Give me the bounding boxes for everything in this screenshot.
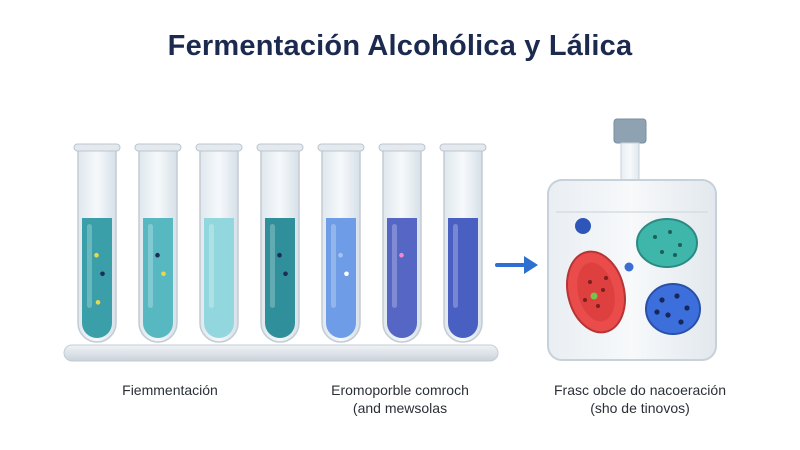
flask-cap (613, 118, 647, 144)
caption-right-line1: Frasc obcle do nacoeración (554, 382, 726, 398)
tube-liquid (204, 218, 234, 338)
bioreactor-flask (547, 118, 717, 361)
test-tube (256, 143, 304, 343)
tube-liquid (82, 218, 112, 338)
page-title: Fermentación Alcohólica y Lálica (167, 30, 633, 62)
test-tube (378, 143, 426, 343)
tube-particle (277, 252, 282, 258)
test-tube (134, 143, 182, 343)
blue-cell (645, 283, 701, 335)
arrow-icon (495, 256, 538, 274)
tube-liquid (448, 218, 478, 338)
flask-neck (620, 142, 640, 182)
caption-flask: Frasc obcle do nacoeración (sho de tinov… (530, 381, 750, 417)
test-tube (195, 143, 243, 343)
test-tube (73, 143, 121, 343)
tube-particle (399, 252, 404, 258)
caption-middle-line1: Eromoporble comroch (331, 382, 469, 398)
tube-particle (100, 271, 105, 277)
tube-liquid (143, 218, 173, 338)
tube-particle (283, 271, 288, 277)
tube-liquid (326, 218, 356, 338)
caption-middle-line2: (and mewsolas (352, 400, 448, 416)
caption-middle: Eromoporble comroch (and mewsolas (300, 381, 500, 417)
tube-particle (161, 271, 166, 277)
small-cell (624, 262, 634, 272)
tube-particle (155, 252, 160, 258)
test-tubes (73, 143, 487, 343)
test-tube (317, 143, 365, 343)
caption-fermentation: Fiemmentación (105, 381, 235, 399)
test-tube (439, 143, 487, 343)
tube-rack (63, 344, 499, 362)
tube-liquid (387, 218, 417, 338)
tube-particle (338, 252, 343, 258)
tube-particle (94, 252, 99, 258)
red-cell (566, 250, 626, 334)
tube-particle (95, 300, 101, 305)
caption-right-line2: (sho de tinovos) (590, 400, 690, 416)
caption-left-text: Fiemmentación (122, 382, 218, 398)
teal-cell (636, 218, 698, 268)
tube-particle (344, 271, 349, 277)
tube-liquid (265, 218, 295, 338)
small-cell (575, 218, 591, 234)
